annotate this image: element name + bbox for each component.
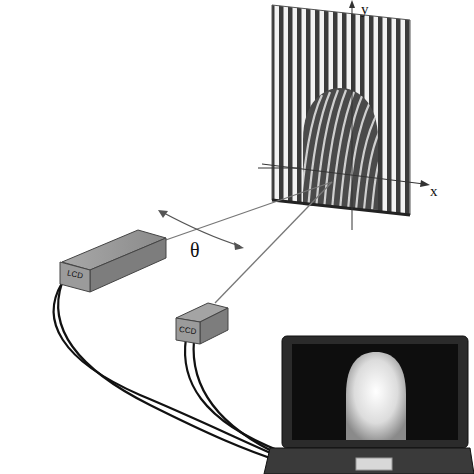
ccd-camera-body [176,303,228,344]
coordinate-axes [258,0,430,230]
axis-label: y [361,2,369,17]
fringe-screen [272,5,410,215]
lcd-projector-body [60,230,166,292]
optical-rays [160,182,332,303]
projector-box: LCD [60,266,90,284]
laptop [264,336,474,474]
device-label: LCD [66,269,83,280]
angle-arc [158,210,244,250]
camera-box: CCD [176,322,200,340]
cables [54,283,282,462]
axis-label: x [430,184,438,199]
device-label: CCD [179,326,197,336]
angle-label: θ [190,240,200,260]
